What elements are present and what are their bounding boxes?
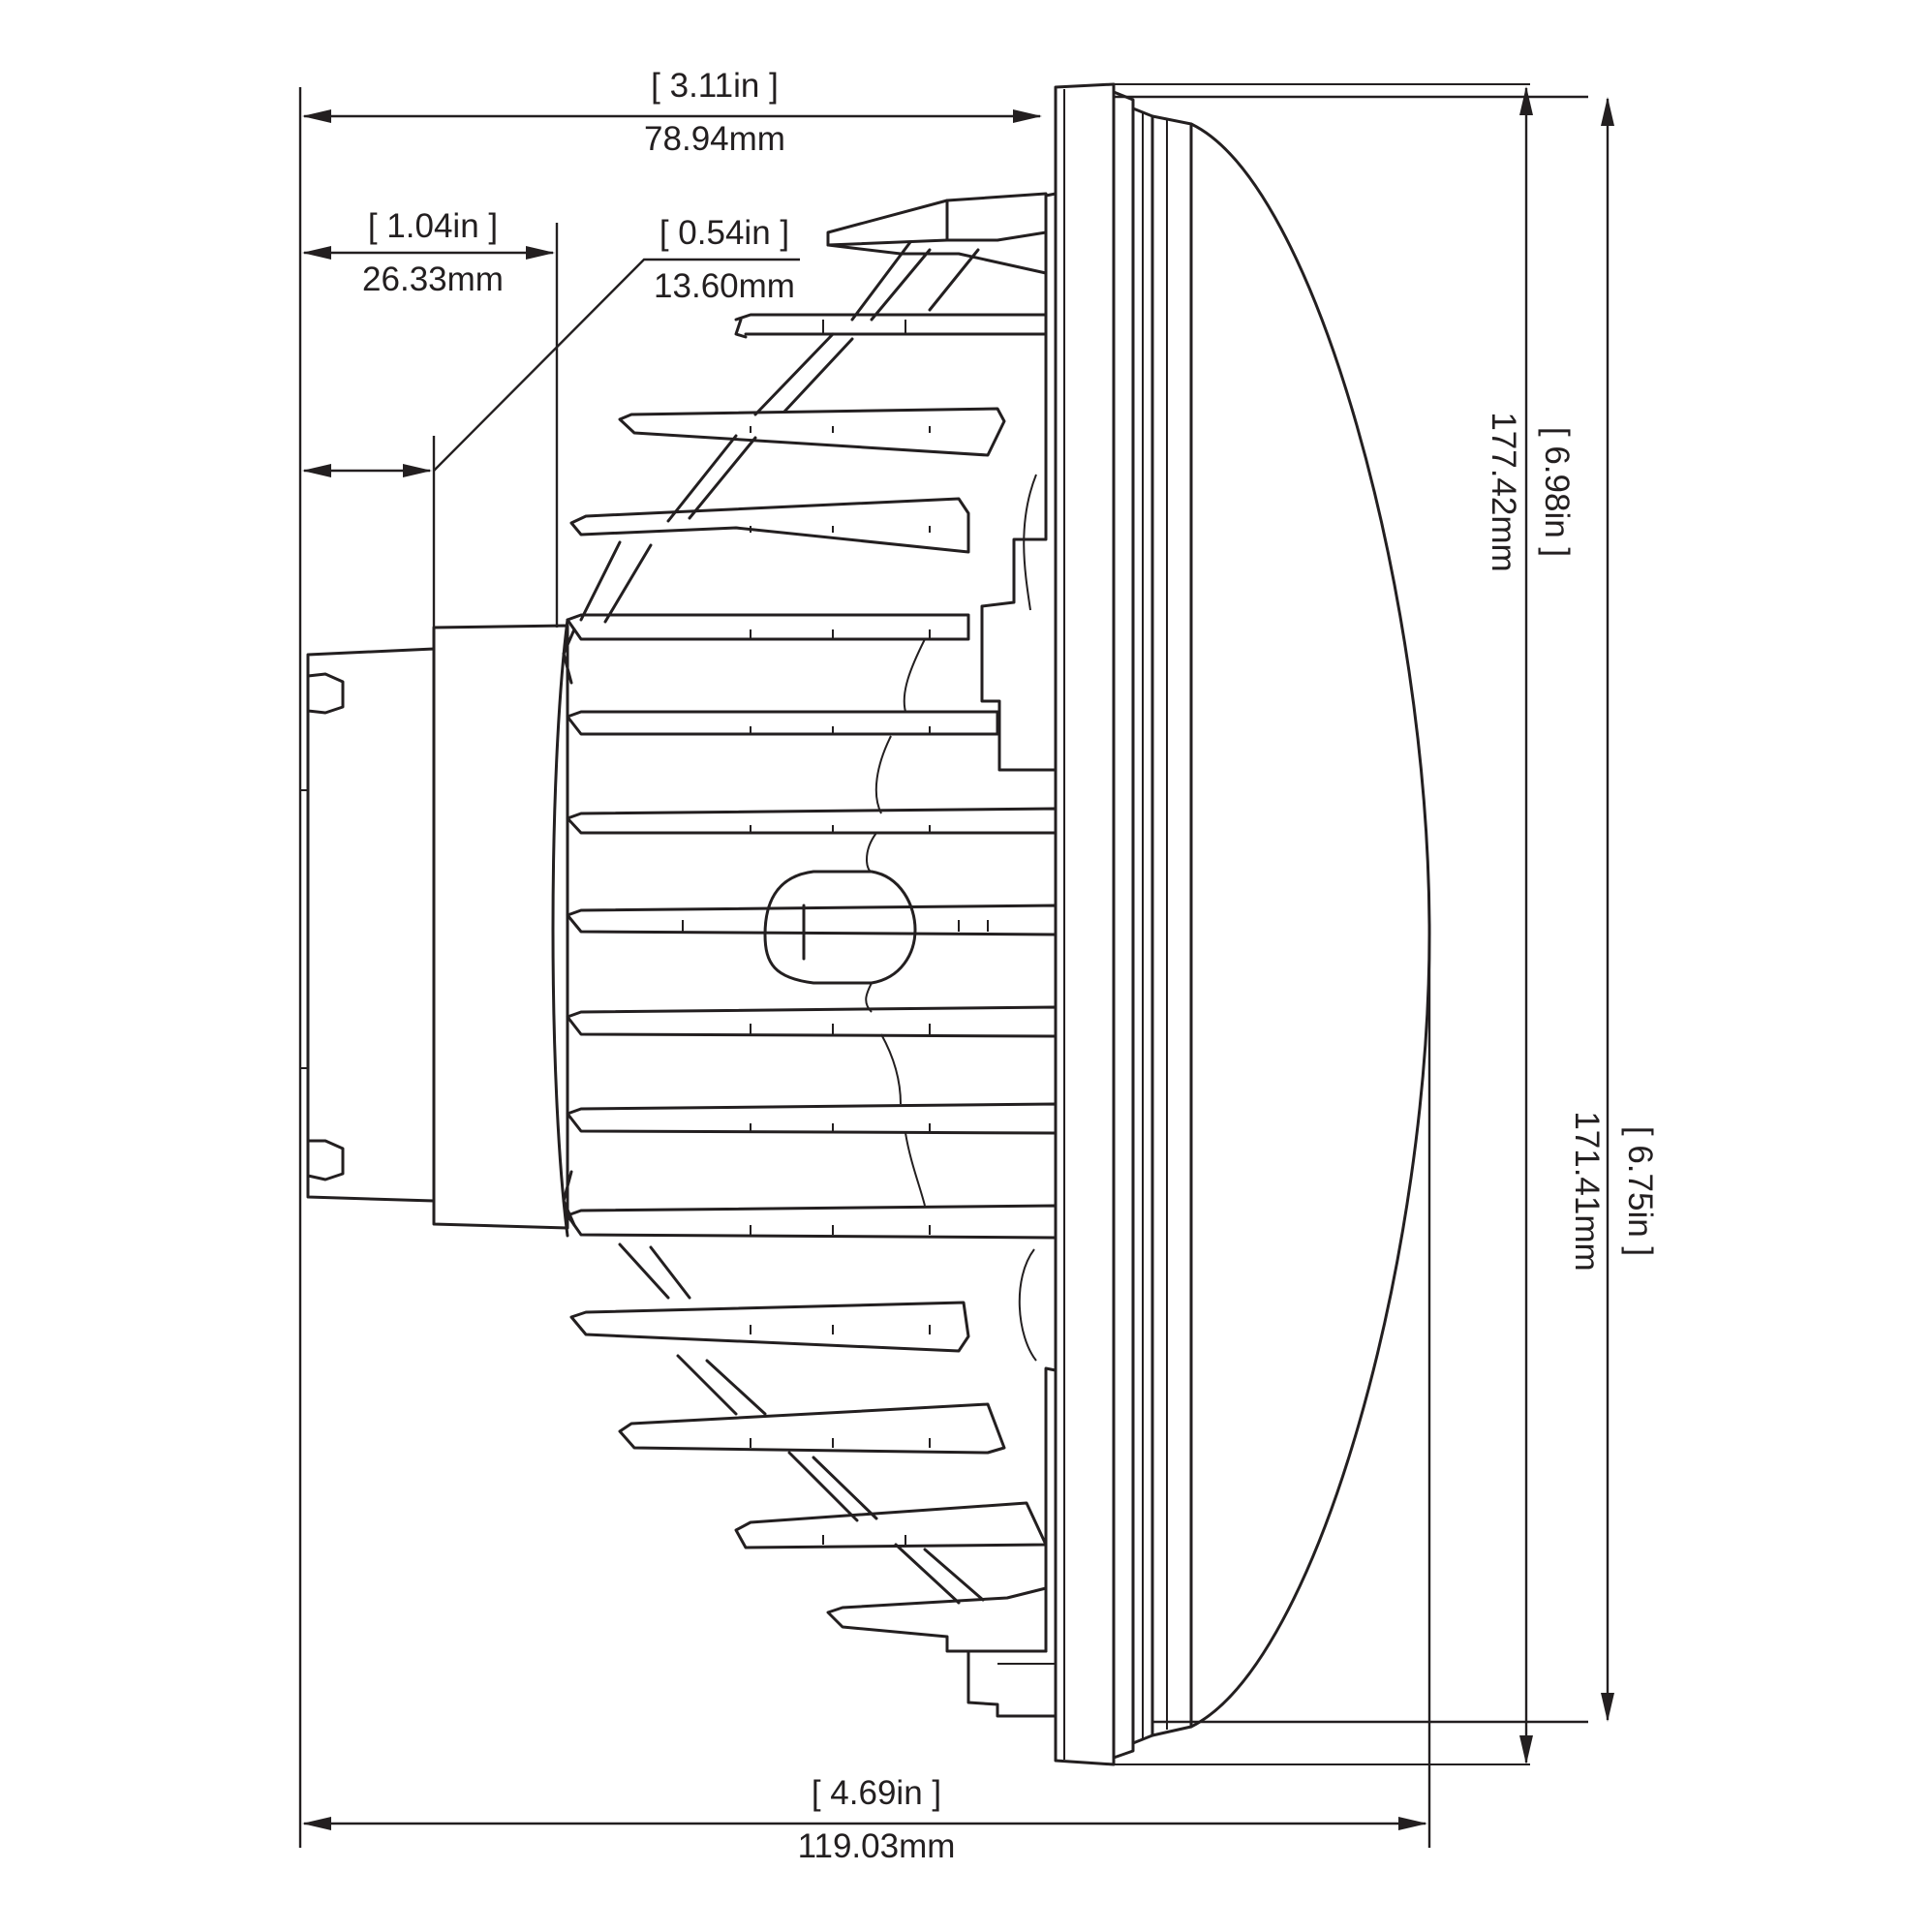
rear-depth-inch-label: [ 1.04in ] — [368, 207, 498, 245]
dimension-lines — [298, 86, 1614, 1848]
arrow-head — [1601, 97, 1614, 126]
overall-height-inch-label: [ 6.98in ] — [1538, 427, 1576, 557]
overall-height-mm-label: 177.42mm — [1485, 412, 1522, 571]
overall-width-mm-label: 119.03mm — [798, 1827, 956, 1865]
overall-width-inch-label: [ 4.69in ] — [812, 1774, 941, 1812]
cooling-fins — [566, 192, 1058, 1653]
overall-depth-inch-label: [ 3.11in ] — [651, 67, 779, 105]
arrow-head — [302, 246, 331, 260]
lens-dome — [1189, 122, 1431, 1729]
lens-height-mm-label: 171.41mm — [1568, 1111, 1606, 1271]
heatsink-core — [551, 618, 576, 1238]
headlight-side-profile — [299, 82, 1530, 1766]
arrow-head — [526, 246, 555, 260]
rear-mount-block — [299, 624, 569, 1230]
rear-depth-mm-label: 26.33mm — [362, 261, 504, 298]
dimension-labels: [ 3.11in ] 78.94mm [ 1.04in ] 26.33mm [ … — [362, 67, 1659, 1865]
connector-depth-mm-label: 13.60mm — [654, 267, 795, 305]
arrow-head — [302, 1817, 331, 1830]
overall-depth-mm-label: 78.94mm — [644, 120, 785, 158]
leader-line — [433, 258, 800, 472]
arrow-head — [1519, 1735, 1533, 1764]
bezel-ring — [1054, 82, 1530, 1766]
arrow-head — [1519, 86, 1533, 115]
connector-depth-inch-label: [ 0.54in ] — [659, 214, 789, 252]
arrow-head — [403, 464, 432, 477]
lens-height-inch-label: [ 6.75in ] — [1621, 1126, 1659, 1256]
arrow-head — [302, 109, 331, 123]
arrow-head — [1013, 109, 1042, 123]
housing-plate — [966, 192, 1058, 1718]
arrow-head — [1601, 1693, 1614, 1722]
arrow-head — [302, 464, 331, 477]
arrow-head — [1398, 1817, 1427, 1830]
